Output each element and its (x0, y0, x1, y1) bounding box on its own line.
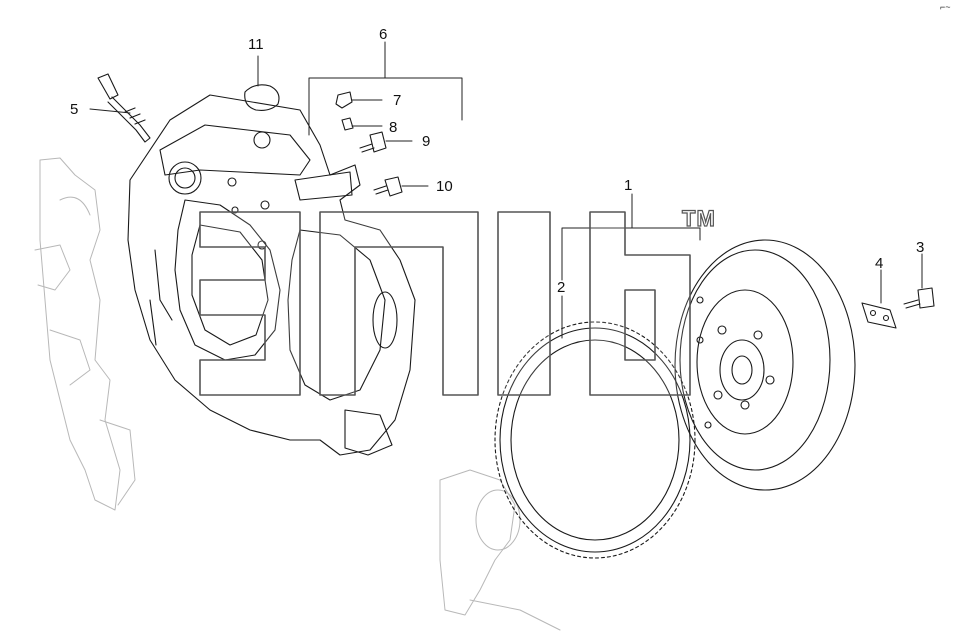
leader-lines (89, 41, 923, 339)
callout-11: 11 (248, 36, 264, 53)
nut-part (341, 117, 354, 131)
callout-7: 7 (393, 92, 402, 109)
bolt-10-part (373, 176, 403, 197)
watermark-logo (199, 211, 691, 396)
crankshaft-ghost (439, 469, 561, 631)
ring-gear-part (494, 321, 696, 559)
callout-5: 5 (70, 101, 79, 118)
callout-6: 6 (379, 26, 388, 43)
plug-cap-part (244, 84, 280, 111)
watermark-trademark: TM (681, 205, 716, 231)
callout-9: 9 (422, 133, 431, 150)
callout-10: 10 (436, 178, 453, 195)
callout-8: 8 (389, 119, 398, 136)
bolt-9-part (359, 131, 387, 153)
callout-1: 1 (624, 177, 633, 194)
bracket-part (335, 91, 353, 109)
plate-part (861, 302, 897, 329)
flywheel-part (674, 239, 856, 491)
callout-4: 4 (875, 255, 884, 272)
callout-3: 3 (916, 239, 925, 256)
bolt-3-part (903, 287, 935, 309)
sensor-part (97, 73, 151, 143)
engine-block-ghost (34, 157, 136, 511)
callout-2: 2 (557, 279, 566, 296)
corner-mark-icon: ⌐~ (940, 2, 951, 12)
